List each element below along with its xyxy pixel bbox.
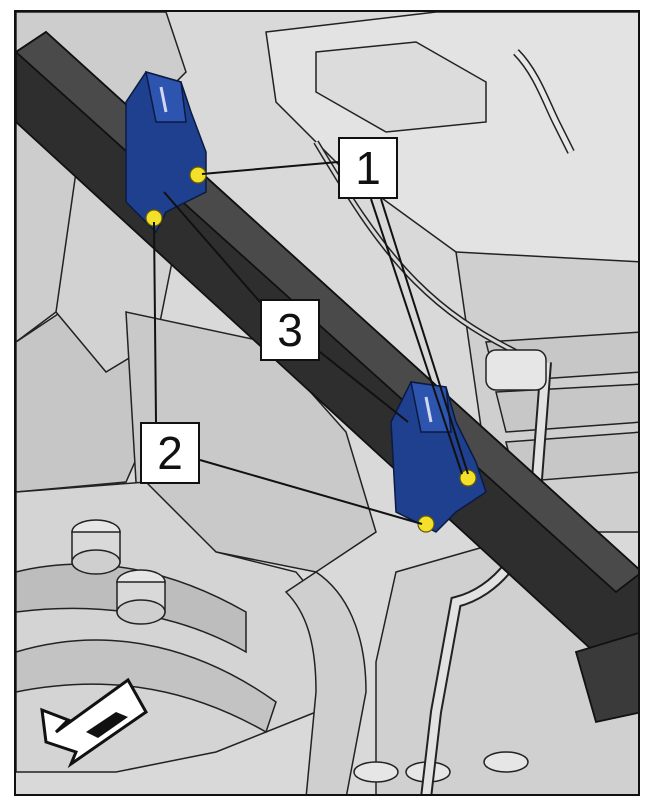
bolts (145, 166, 477, 533)
callout-3: 3 (260, 299, 320, 361)
bolt-1-upper (189, 166, 207, 184)
callout-1: 1 (338, 137, 398, 199)
bolt-1-lower (459, 469, 477, 487)
callout-2: 2 (140, 422, 200, 484)
vehicle-front-arrow-icon (40, 677, 148, 769)
engine-bay-drawing (16, 12, 638, 794)
bolt-2-lower (417, 515, 435, 533)
bolt-2-upper (145, 209, 163, 227)
illustration-frame: 1 2 3 (14, 10, 640, 796)
